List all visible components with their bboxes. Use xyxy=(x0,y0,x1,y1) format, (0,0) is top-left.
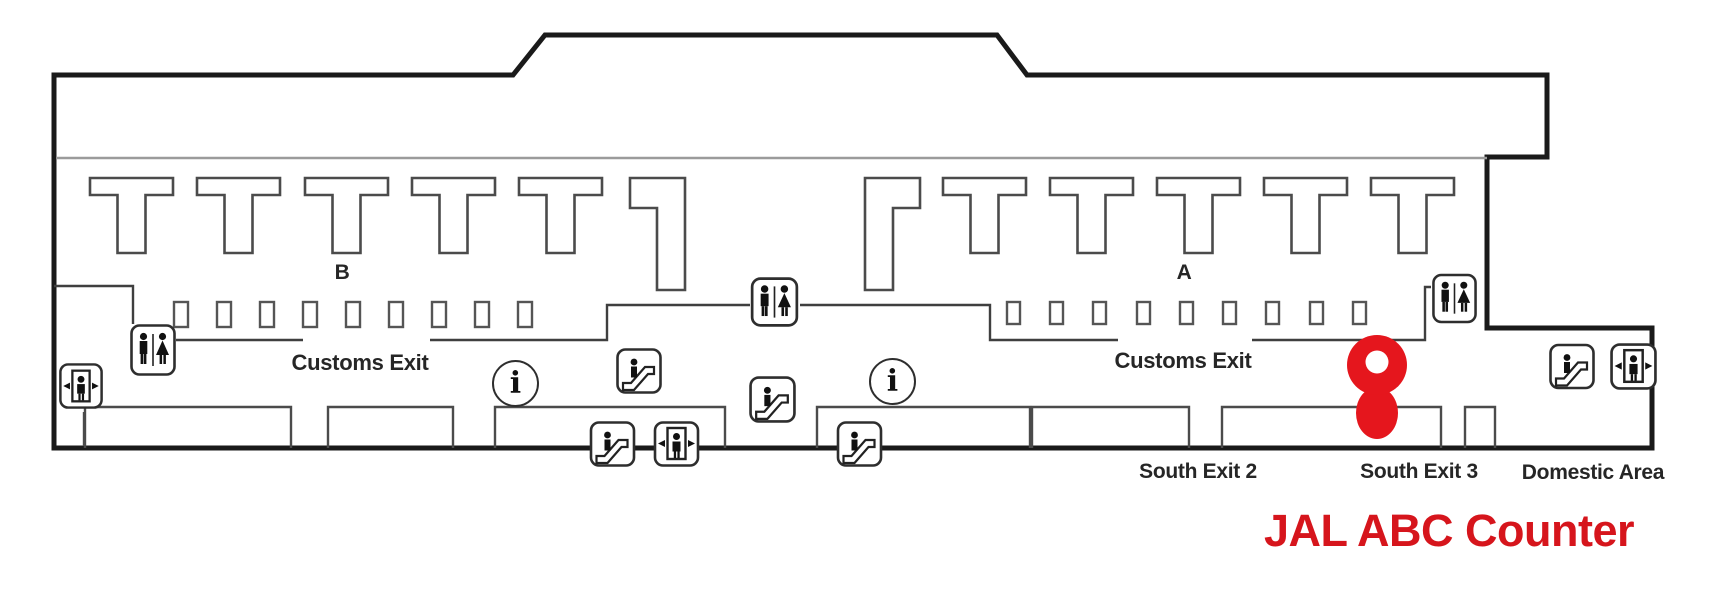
jal-abc-counter-label: JAL ABC Counter xyxy=(1263,505,1635,556)
south-exit-2-label: South Exit 2 xyxy=(1139,460,1257,483)
escalator-icon xyxy=(835,420,884,468)
south-exit-3-label: South Exit 3 xyxy=(1360,460,1478,483)
counter-booths xyxy=(172,300,1368,329)
exit-structures xyxy=(82,405,1497,448)
terminal-outline xyxy=(51,32,1655,451)
escalator-icon xyxy=(615,346,663,396)
restroom-icon xyxy=(129,323,177,377)
customs-exit-right-label: Customs Exit xyxy=(1114,348,1252,373)
zone-a-label: A xyxy=(1176,261,1192,284)
customs-exit-left-label: Customs Exit xyxy=(291,350,429,375)
escalator-icon xyxy=(748,374,797,425)
restroom-icon xyxy=(749,276,800,328)
zone-b-label: B xyxy=(334,261,350,284)
information-icon: i xyxy=(492,360,539,407)
escalator-icon xyxy=(588,420,637,468)
escalator-icon xyxy=(1548,342,1596,391)
information-icon: i xyxy=(869,358,916,405)
elevator-icon xyxy=(1609,342,1658,391)
domestic-area-label: Domestic Area xyxy=(1521,461,1665,484)
customs-walls xyxy=(54,284,1431,342)
location-pin-icon xyxy=(1340,328,1420,448)
restroom-icon xyxy=(1431,272,1478,325)
elevator-icon xyxy=(652,420,701,468)
baggage-carousels xyxy=(88,176,1456,292)
elevator-icon xyxy=(58,360,104,412)
